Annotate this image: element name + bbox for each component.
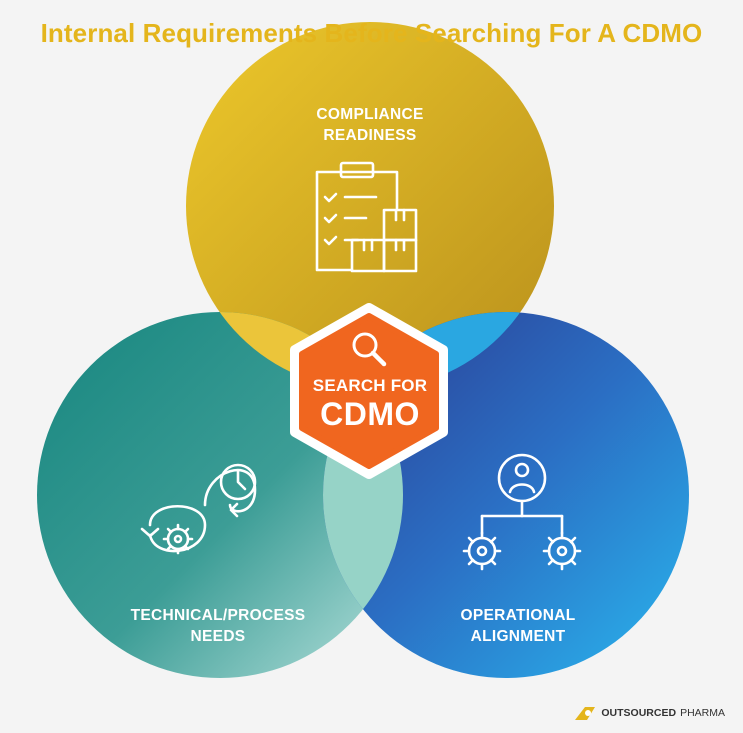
right-circle-label: OPERATIONAL ALIGNMENT xyxy=(418,605,618,647)
top-circle-label-line2: READINESS xyxy=(323,127,417,144)
brand-name-light: PHARMA xyxy=(680,707,725,719)
clipboard-boxes-icon xyxy=(315,161,418,273)
page-title: Internal Requirements Before Searching F… xyxy=(40,18,703,48)
top-circle-label-line1: COMPLIANCE xyxy=(316,106,424,123)
top-circle xyxy=(186,22,554,390)
right-circle-label-line1: OPERATIONAL xyxy=(460,607,576,624)
right-circle-label-line2: ALIGNMENT xyxy=(470,628,566,645)
center-label: SEARCH FOR CDMO xyxy=(296,376,444,432)
brand-mark-icon xyxy=(575,707,596,720)
brand-logo: OUTSOURCED PHARMA xyxy=(575,705,725,721)
process-cycle-icon xyxy=(140,463,257,555)
center-label-line1: SEARCH FOR xyxy=(312,376,428,395)
left-circle-label-line2: NEEDS xyxy=(190,628,246,645)
org-chart-gears-icon xyxy=(462,453,582,571)
left-circle-label: TECHNICAL/PROCESS NEEDS xyxy=(100,605,336,647)
left-circle-label-line1: TECHNICAL/PROCESS xyxy=(130,607,306,624)
center-hexagon xyxy=(290,303,448,479)
brand-name-bold: OUTSOURCED xyxy=(601,707,677,719)
magnifier-icon xyxy=(352,332,387,367)
top-circle-label: COMPLIANCE READINESS xyxy=(270,104,470,146)
center-label-line2: CDMO xyxy=(320,396,420,432)
